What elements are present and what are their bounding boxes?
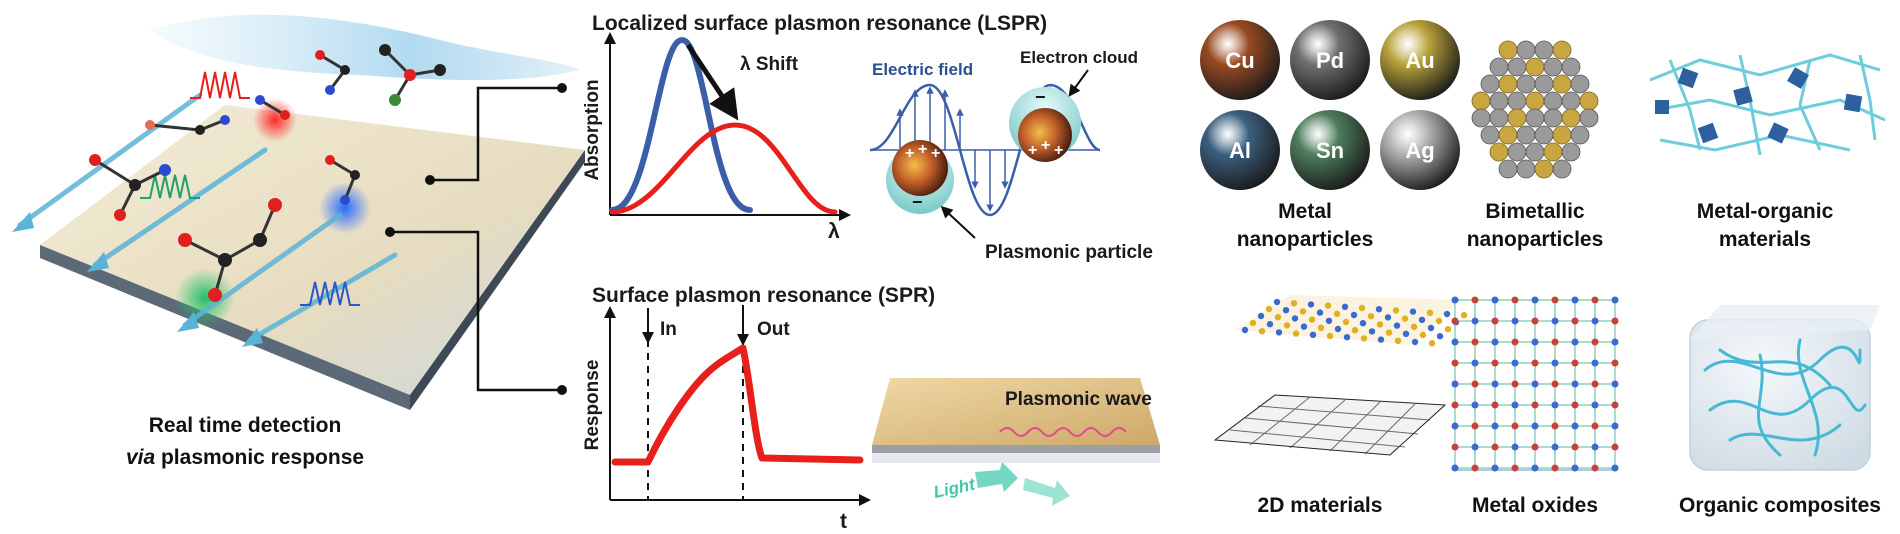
element-label-sn: Sn: [1316, 138, 1344, 163]
caption-metal-np-2: nanoparticles: [1237, 228, 1374, 251]
element-label-cu: Cu: [1225, 48, 1254, 73]
left-caption-italic: via: [126, 446, 156, 469]
bimetallic-cluster: [1471, 40, 1599, 179]
green-signal: [140, 174, 200, 199]
charge-minus-2: −: [1035, 87, 1046, 107]
element-sphere-cu: [1200, 20, 1280, 100]
lspr-shift-label: λ Shift: [740, 54, 799, 75]
element-sphere-ag: [1380, 110, 1460, 190]
element-sphere-au: [1380, 20, 1460, 100]
analyte-mist: [150, 14, 580, 80]
electric-field-label: Electric field: [872, 60, 973, 79]
red-glow: [253, 98, 297, 142]
spr-x-label: t: [840, 510, 847, 533]
plasmonic-wave-label: Plasmonic wave: [1005, 389, 1152, 410]
chip-side: [40, 245, 410, 410]
light-arrow-in: [975, 462, 1018, 492]
charge-minus-1: −: [912, 192, 923, 212]
charge-plus-5: +: [1041, 137, 1050, 154]
element-label-al: Al: [1229, 138, 1251, 163]
charge-plus-2: +: [918, 141, 927, 158]
light-arrow-out: [1023, 478, 1070, 506]
element-label-pd: Pd: [1316, 48, 1344, 73]
caption-2d-materials: 2D materials: [1258, 494, 1383, 517]
charge-plus-1: +: [905, 145, 914, 162]
spr-out-label: Out: [757, 319, 790, 340]
electron-cloud-particle: − + + +: [1009, 87, 1081, 162]
charge-plus-4: +: [1028, 142, 1037, 159]
charge-plus-3: +: [931, 145, 940, 162]
lspr-shift-arrow: [685, 43, 739, 121]
spr-response-curve: [611, 344, 864, 466]
element-label-au: Au: [1405, 48, 1434, 73]
caption-metal-np-1: Metal: [1278, 200, 1332, 223]
lspr-y-label: Absorption: [582, 79, 603, 180]
element-sphere-al: [1200, 110, 1280, 190]
connector-dot-top-end: [557, 83, 567, 93]
chip-side-right: [410, 150, 585, 410]
plasmonic-wave-line: [999, 427, 1127, 437]
material-captions: Metal nanoparticles Bimetallic nanoparti…: [1237, 200, 1881, 517]
spr-y-label: Response: [582, 360, 603, 451]
charge-plus-6: +: [1054, 142, 1063, 159]
caption-bimetallic-1: Bimetallic: [1485, 200, 1585, 223]
lspr-red-peak: [609, 122, 838, 215]
connector-dot-bottom-start: [385, 227, 395, 237]
green-glow: [175, 268, 235, 328]
electron-cloud-label: Electron cloud: [1020, 48, 1138, 67]
element-sphere-pd: [1290, 20, 1370, 100]
spr-gold-film: [872, 378, 1160, 463]
plasmonic-particle-pointer: [940, 205, 976, 239]
lspr-title: Localized surface plasmon resonance (LSP…: [592, 12, 1047, 35]
caption-mof-2: materials: [1719, 228, 1811, 251]
lspr-blue-peak: [609, 36, 753, 213]
light-label: Light: [932, 474, 978, 501]
connector-dot-bottom-end: [557, 385, 567, 395]
metal-oxide-lattice: [1451, 296, 1619, 472]
lspr-x-label: λ: [828, 220, 840, 243]
element-sphere-sn: [1290, 110, 1370, 190]
plasmonic-particle-label: Plasmonic particle: [985, 242, 1153, 263]
left-caption-rest-text: plasmonic response: [161, 446, 364, 469]
connector-lines: [390, 86, 562, 392]
flow-arrowheads: [12, 212, 263, 347]
molecule-atoms: [89, 44, 446, 302]
metal-organic-network: [1649, 53, 1886, 156]
sensor-chip-illustration: [12, 14, 585, 410]
spr-title: Surface plasmon resonance (SPR): [592, 284, 935, 307]
organic-composite-cube: [1689, 305, 1880, 471]
blue-signal: [300, 281, 360, 306]
left-caption-line2: via plasmonic response: [126, 446, 364, 469]
caption-metal-oxides: Metal oxides: [1472, 494, 1598, 517]
left-caption-line1: Real time detection: [149, 414, 342, 437]
caption-organic-composites: Organic composites: [1679, 494, 1881, 517]
2d-materials-layers: [1213, 295, 1468, 456]
element-label-ag: Ag: [1405, 138, 1434, 163]
caption-mof-1: Metal-organic: [1697, 200, 1834, 223]
spr-in-label: In: [660, 319, 677, 340]
connector-dot-top-start: [425, 175, 435, 185]
red-signal: [190, 71, 250, 99]
plasmonic-particle-left: + + + −: [886, 140, 954, 214]
caption-bimetallic-2: nanoparticles: [1467, 228, 1604, 251]
electron-cloud-pointer: [1068, 69, 1089, 97]
